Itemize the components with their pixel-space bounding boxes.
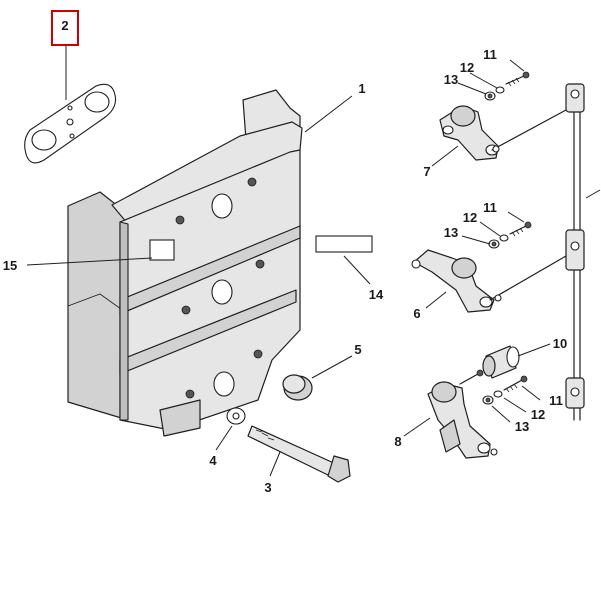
leader-14 — [343, 255, 371, 285]
callout-8[interactable]: 8 — [394, 434, 401, 449]
callout-3[interactable]: 3 — [264, 480, 271, 495]
leader-13c — [491, 405, 511, 423]
callout-4[interactable]: 4 — [209, 453, 217, 468]
leader-12b — [479, 221, 501, 237]
callout-14[interactable]: 14 — [369, 287, 384, 302]
callout-12-lower[interactable]: 12 — [531, 407, 545, 422]
callout-11-upper[interactable]: 11 — [483, 47, 497, 62]
leader-10 — [517, 343, 551, 357]
callout-10[interactable]: 10 — [553, 336, 567, 351]
callout-13-middle[interactable]: 13 — [444, 225, 458, 240]
leader-11b — [507, 211, 525, 223]
callout-2[interactable]: 2 — [61, 18, 68, 33]
lever-arm-lower — [427, 369, 498, 459]
callout-2-highlight-box[interactable] — [51, 10, 79, 46]
leader-right — [585, 189, 601, 199]
leader-3 — [269, 451, 281, 477]
control-module-housing — [67, 89, 303, 437]
leader-12c — [503, 397, 527, 413]
leader-11c — [521, 385, 541, 401]
leader-4 — [215, 425, 233, 451]
callout-12-middle[interactable]: 12 — [463, 210, 477, 225]
leader-5 — [311, 355, 353, 379]
bushing-part — [482, 345, 520, 379]
callout-15[interactable]: 15 — [3, 258, 17, 273]
leader-13b — [461, 235, 491, 245]
callout-5[interactable]: 5 — [354, 342, 361, 357]
leader-7 — [431, 145, 459, 167]
leader-6 — [425, 291, 447, 309]
callout-13-upper[interactable]: 13 — [444, 72, 458, 87]
leader-13a — [457, 82, 487, 95]
lever-arm-middle — [411, 249, 567, 313]
plug-part — [282, 374, 313, 401]
callout-13-lower[interactable]: 13 — [515, 419, 529, 434]
leader-15 — [26, 257, 153, 266]
callout-1[interactable]: 1 — [358, 81, 365, 96]
decal-label-part — [315, 235, 373, 253]
link-rod-part — [565, 83, 585, 421]
washer-part — [226, 407, 246, 425]
leader-8 — [403, 417, 431, 437]
gasket-part — [24, 83, 117, 164]
callout-7[interactable]: 7 — [423, 164, 430, 179]
hardware-upper — [484, 71, 530, 101]
hardware-middle — [488, 221, 532, 249]
callout-12-upper[interactable]: 12 — [460, 60, 474, 75]
lever-arm-upper — [439, 105, 567, 161]
callout-11-lower[interactable]: 11 — [549, 393, 563, 408]
leader-11a — [509, 59, 525, 72]
leader-12a — [469, 72, 498, 89]
bolt-part — [247, 425, 351, 483]
callout-11-middle[interactable]: 11 — [483, 200, 497, 215]
callout-6[interactable]: 6 — [413, 306, 420, 321]
hardware-lower — [482, 375, 528, 405]
leader-1 — [304, 95, 353, 133]
